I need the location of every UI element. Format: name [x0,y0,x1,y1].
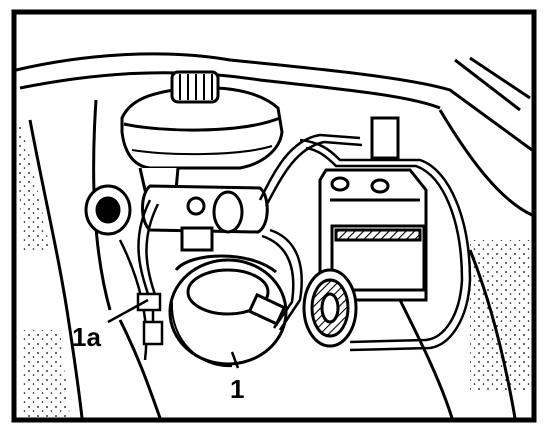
engine-bay-background [15,52,533,419]
master-cylinder [141,184,269,252]
fluid-reservoir [120,70,284,192]
callout-1: 1 [230,374,244,404]
pump-motor [302,268,358,348]
brake-lines [118,133,472,361]
grommet [84,184,132,236]
brake-booster [168,254,288,368]
reservoir-cap [170,70,220,104]
figure-frame [11,9,537,423]
fastener [136,292,164,346]
callout-1a: 1a [72,322,101,352]
callout-leaders [107,298,240,369]
